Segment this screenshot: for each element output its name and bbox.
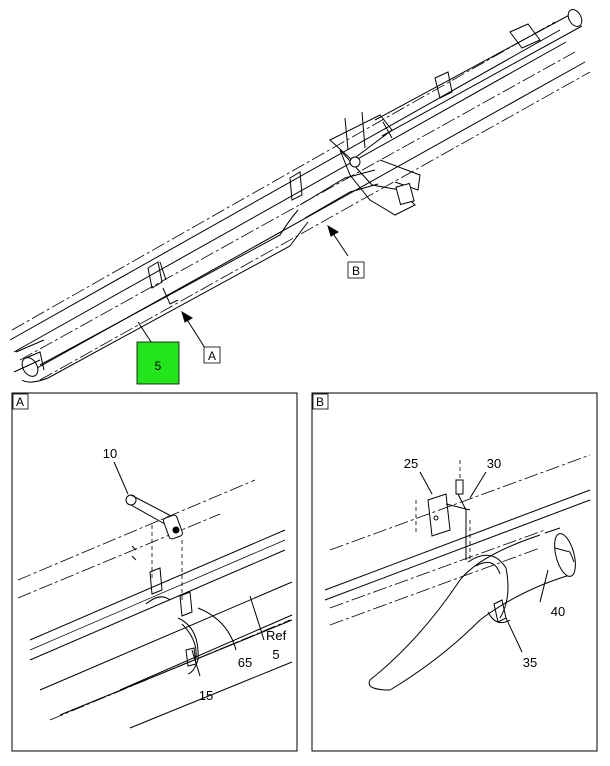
view-b-marker[interactable]: [347, 261, 365, 279]
part-65-label: 65: [238, 655, 252, 670]
panel-b-tag: [312, 393, 329, 410]
arrow-icon: [327, 224, 339, 237]
detail-panel-a: A: [11, 392, 298, 752]
part-15-label: 15: [199, 688, 213, 703]
panel-b-letter: B: [316, 395, 324, 409]
part-35-label: 35: [523, 655, 537, 670]
ref-label: Ref: [266, 628, 287, 643]
detail-panel-b: B: [311, 392, 598, 752]
part-10-label: 10: [103, 446, 117, 461]
main-part-label: 5: [155, 359, 162, 373]
panel-a-letter: A: [16, 395, 24, 409]
part-30-label: 30: [487, 456, 501, 471]
arrow-icon: [181, 310, 193, 323]
view-a-label: A: [208, 349, 216, 363]
panel-a-tag: [12, 393, 29, 410]
highlighted-part-callout[interactable]: [136, 341, 180, 385]
part-40-label: 40: [551, 604, 565, 619]
view-b-label: B: [352, 264, 360, 278]
overview-drawing: [9, 9, 591, 383]
part-25-label: 25: [404, 456, 418, 471]
ref-number: 5: [272, 647, 279, 662]
view-a-marker[interactable]: [203, 346, 221, 364]
